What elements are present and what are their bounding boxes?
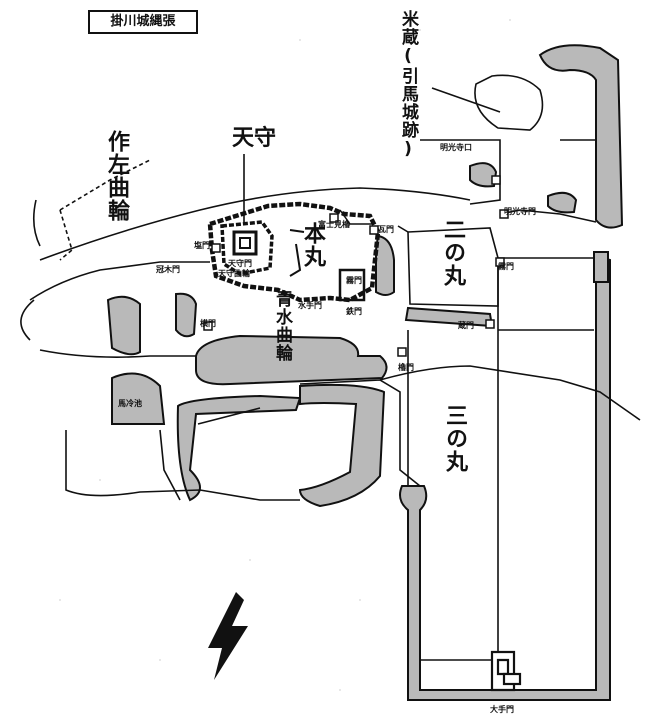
south-west-moat [176,394,302,502]
honmaru-outer-wall [207,201,381,303]
ninomaru-south-moat [404,306,494,328]
ninomaru-wall [407,227,499,307]
label-yoko-mon: 横門 [200,319,216,328]
south-moat [298,383,386,508]
label-koumyouji-guchi: 明光寺口 [440,143,472,152]
label-sannomaru: 三の丸 [442,404,467,473]
koumyouji-moat-2 [469,162,498,188]
west-moat [106,295,141,356]
label-kura-mon: 蔵門 [458,321,474,330]
komegura-moat [538,44,624,229]
label-sakuza-kuruwa: 作左曲輪 [104,130,129,222]
label-karamon: 瓦門 [378,225,394,234]
label-kabuki-mon: 冠木門 [156,265,180,274]
label-ninomaru: 二の丸 [440,218,465,287]
otemon-gate [490,650,522,692]
aoya-west-moat [175,292,198,338]
honmaru-east-moat [375,234,395,296]
lightning-north-arrow-icon [208,592,248,680]
label-tenshu-mon: 天守門 [228,259,252,268]
walls [20,74,641,661]
moats [106,44,624,701]
label-baren-ike: 馬冷池 [118,399,142,408]
koumyouji-wall [420,139,597,205]
tenshu-keep [232,230,258,256]
honmaru-walls [207,201,381,303]
label-otemon: 大手門 [490,705,514,714]
label-komegura: 米蔵(引馬城跡) [398,10,418,160]
label-honmaru: 本丸 [300,222,325,268]
outer-ring [39,187,471,261]
label-tetsu-mon: 鉄門 [346,307,362,316]
paper-texture [59,19,511,691]
sakuza-outline [59,159,151,261]
label-tenshu-kuruwa: 天守曲輪 [218,269,250,278]
komegura-leader [431,87,501,113]
label-shiomon: 塩門 [194,241,210,250]
label-kiri-mon: 霧門 [498,262,514,271]
label-fujimi: 富士見櫓 [318,220,350,229]
label-yagura: 櫓門 [398,363,414,372]
aoya-moat [195,334,388,386]
gate-markers [203,175,509,357]
label-koumyouji-mon: 明光寺門 [504,207,536,216]
label-tenshu: 天守 [232,126,277,151]
koumyouji-moat [547,191,578,214]
map-title: 掛川城縄張 [88,10,198,34]
baren-ike-pond [111,372,166,425]
label-mizuno-mon: 水手門 [298,301,322,310]
leader-lines [243,87,501,222]
east-moat [593,251,609,283]
label-aoya-kuruwa: 青水曲輪 [272,290,292,362]
label-kiri-mon-2: 霧門 [346,276,362,285]
